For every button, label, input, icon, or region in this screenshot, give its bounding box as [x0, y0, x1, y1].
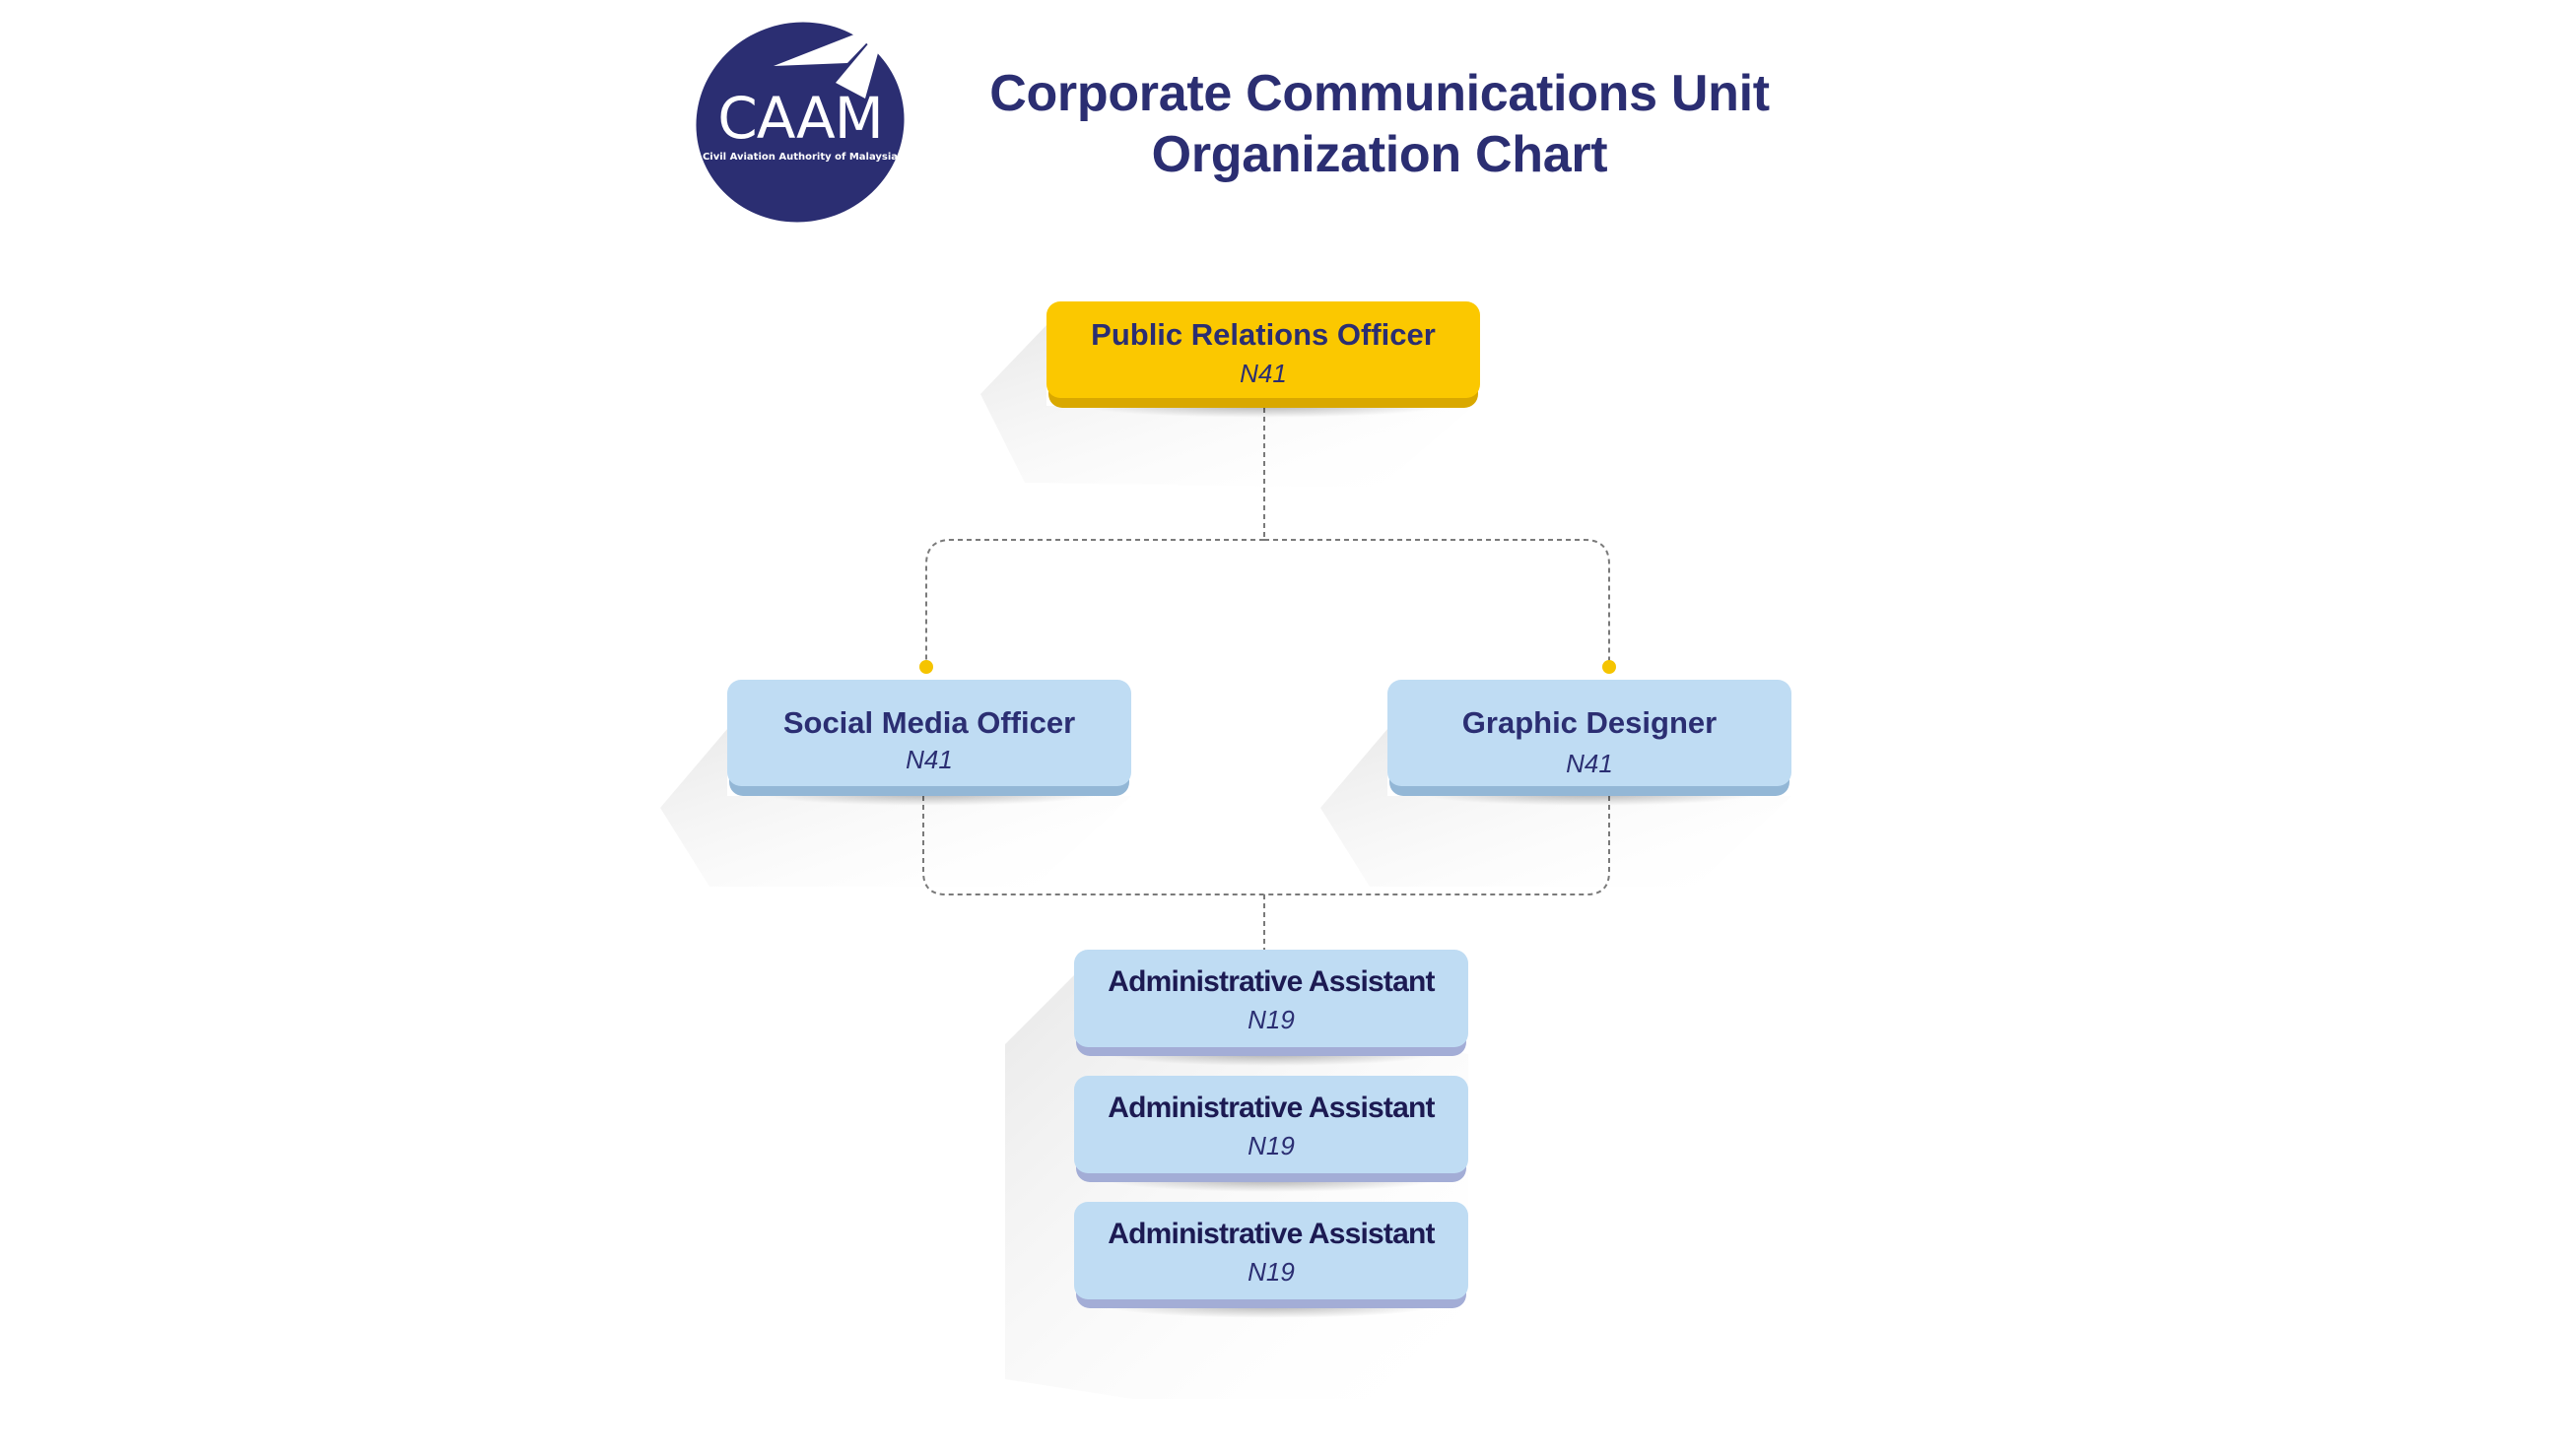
node-role: Social Media Officer: [782, 705, 1076, 740]
node-grade: N19: [1248, 1131, 1295, 1160]
node-social-media-officer[interactable]: Social Media Officer N41: [727, 680, 1131, 806]
node-face: [727, 680, 1131, 786]
connector-pr-to-gd: [1264, 539, 1610, 666]
node-shadow: [1106, 1306, 1437, 1318]
node-shadow: [1081, 406, 1446, 418]
node-role: Public Relations Officer: [1091, 317, 1436, 352]
node-face: [1074, 950, 1468, 1047]
node-grade: N19: [1248, 1005, 1295, 1034]
title-line-1: Corporate Communications Unit: [989, 65, 1770, 122]
node-administrative-assistant-3[interactable]: Administrative Assistant N19: [1074, 1202, 1468, 1318]
long-shadow-smo: [660, 729, 1131, 887]
paper-plane-icon: [774, 22, 887, 99]
node-grade: N19: [1248, 1257, 1295, 1287]
node-public-relations-officer[interactable]: Public Relations Officer N41: [1046, 301, 1480, 418]
node-role: Administrative Assistant: [1108, 1218, 1435, 1250]
node-role: Administrative Assistant: [1108, 965, 1435, 998]
node-shadow: [1106, 1054, 1437, 1066]
connector-pr-to-smo: [925, 539, 1264, 666]
node-face: [1074, 1076, 1468, 1173]
node-shadow: [1106, 1180, 1437, 1192]
node-shadow: [759, 794, 1100, 806]
node-administrative-assistant-2[interactable]: Administrative Assistant N19: [1074, 1076, 1468, 1192]
long-shadow-gd: [1320, 729, 1791, 887]
node-role: Administrative Assistant: [1108, 1092, 1435, 1124]
node-face: [1387, 680, 1791, 786]
node-graphic-designer[interactable]: Graphic Designer N41: [1387, 680, 1791, 806]
node-grade: N41: [906, 745, 953, 774]
node-face: [1074, 1202, 1468, 1299]
connector-dot-smo: [919, 660, 933, 674]
logo-tagline: Civil Aviation Authority of Malaysia: [703, 152, 898, 163]
node-administrative-assistant-1[interactable]: Administrative Assistant N19: [1074, 950, 1468, 1066]
connector-dot-gd: [1602, 660, 1616, 674]
node-shadow: [1419, 794, 1760, 806]
node-grade: N41: [1240, 359, 1287, 388]
logo-wordmark: CAAM: [717, 85, 883, 152]
node-face: [1046, 301, 1480, 398]
page-title: Corporate Communications Unit Organizati…: [887, 63, 1872, 185]
caam-logo: CAAM Civil Aviation Authority of Malaysi…: [690, 12, 916, 224]
node-grade: N41: [1566, 749, 1613, 778]
title-line-2: Organization Chart: [1151, 126, 1608, 183]
node-role: Graphic Designer: [1461, 705, 1718, 740]
logo-graphic: CAAM Civil Aviation Authority of Malaysi…: [696, 22, 905, 223]
